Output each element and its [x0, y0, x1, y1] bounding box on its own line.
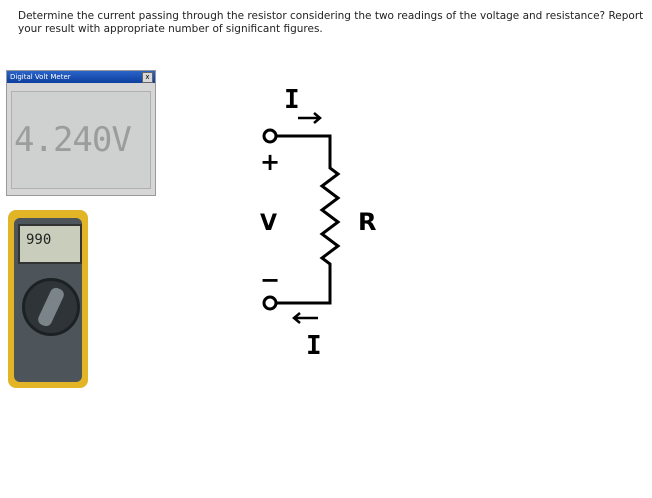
multimeter-image: 990 — [8, 210, 88, 388]
current-arrow-top — [298, 112, 322, 124]
resistor-wire — [276, 134, 341, 305]
dvm-title: Digital Volt Meter — [10, 73, 71, 81]
circuit-diagram: I + V R − I — [260, 85, 376, 361]
minus-sign: − — [260, 266, 280, 294]
current-label-bottom: I — [306, 331, 322, 361]
dvm-reading: 4.240V — [14, 120, 132, 160]
resistor-label: R — [358, 208, 376, 236]
current-arrow-bottom — [292, 312, 318, 324]
dvm-display: 4.240V — [11, 91, 151, 189]
close-icon[interactable]: x — [142, 72, 153, 83]
plus-sign: + — [260, 148, 280, 176]
current-label-top: I — [284, 85, 300, 115]
digital-volt-meter-window: Digital Volt Meter x 4.240V — [6, 70, 156, 196]
multimeter-reading: 990 — [26, 232, 52, 248]
terminal-bottom — [262, 295, 278, 311]
voltage-label: V — [260, 211, 277, 236]
multimeter-display: 990 — [18, 224, 82, 264]
multimeter-knob — [36, 285, 66, 329]
question-text: Determine the current passing through th… — [18, 10, 644, 35]
multimeter-dial — [22, 278, 80, 336]
dvm-title-bar: Digital Volt Meter x — [7, 71, 155, 83]
terminal-top — [262, 128, 278, 144]
